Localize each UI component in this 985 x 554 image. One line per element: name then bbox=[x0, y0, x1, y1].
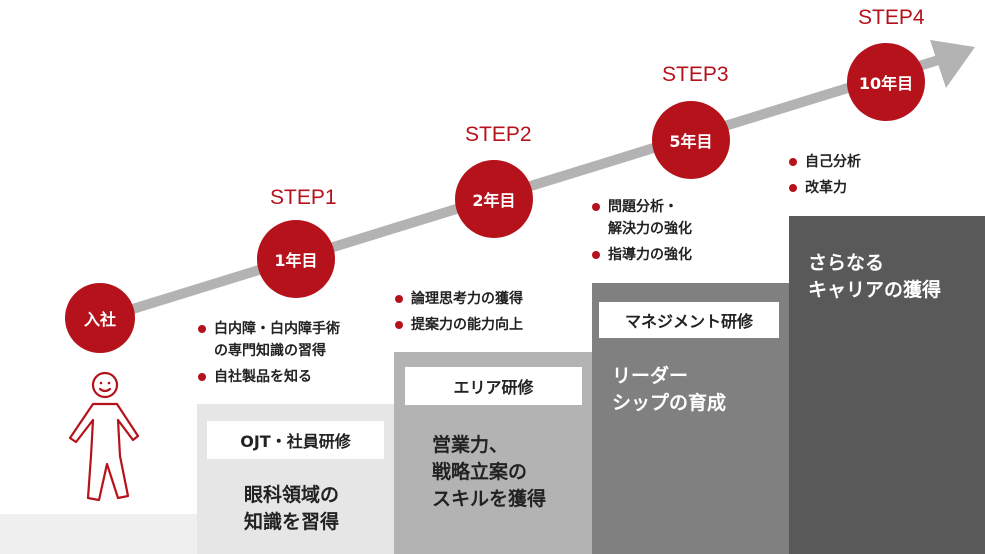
year-label-2: 2年目 bbox=[472, 191, 516, 210]
bullet-dot bbox=[592, 203, 600, 211]
bullet-text: 改革力 bbox=[805, 180, 847, 196]
outcome-step1: 眼科領域の 知識を習得 bbox=[244, 484, 340, 533]
bullet-dot bbox=[789, 184, 797, 192]
bullet-item: 指導力の強化 bbox=[590, 244, 692, 266]
bullet-dot bbox=[198, 373, 206, 381]
block-step4 bbox=[789, 216, 985, 554]
bullet-text: 問題分析・ 解決力の強化 bbox=[608, 199, 692, 237]
bullet-item: 論理思考力の獲得 bbox=[393, 288, 523, 310]
bullet-item: 白内障・白内障手術 の専門知識の習得 bbox=[196, 318, 340, 362]
step-label-4: STEP4 bbox=[858, 6, 925, 29]
bullet-text: 白内障・白内障手術 の専門知識の習得 bbox=[214, 321, 340, 359]
year-circle-1: 1年目 bbox=[257, 220, 335, 298]
bullet-dot bbox=[395, 321, 403, 329]
bullets-step3: 問題分析・ 解決力の強化 指導力の強化 bbox=[590, 196, 692, 270]
step-label-2: STEP2 bbox=[465, 123, 532, 146]
bullets-step4: 自己分析 改革力 bbox=[787, 151, 861, 203]
training-step1: OJT・社員研修 bbox=[207, 421, 384, 459]
start-circle: 入社 bbox=[65, 283, 135, 353]
bullet-text: 自己分析 bbox=[805, 154, 861, 170]
bullet-dot bbox=[592, 251, 600, 259]
bullet-dot bbox=[395, 295, 403, 303]
bullet-item: 問題分析・ 解決力の強化 bbox=[590, 196, 692, 240]
bullet-text: 提案力の能力向上 bbox=[411, 317, 523, 333]
year-label-3: 5年目 bbox=[669, 132, 713, 151]
bullet-item: 改革力 bbox=[787, 177, 861, 199]
outcome-step3: リーダー シップの育成 bbox=[612, 365, 727, 414]
bullet-text: 自社製品を知る bbox=[214, 369, 312, 385]
year-label-1: 1年目 bbox=[274, 251, 318, 270]
start-label: 入社 bbox=[83, 310, 116, 329]
bullet-dot bbox=[198, 325, 206, 333]
bullets-step2: 論理思考力の獲得 提案力の能力向上 bbox=[393, 288, 523, 340]
floor-strip bbox=[0, 514, 200, 554]
training-step2: エリア研修 bbox=[405, 367, 582, 405]
year-circle-4: 10年目 bbox=[847, 43, 925, 121]
outcome-step4: さらなる キャリアの獲得 bbox=[808, 252, 942, 301]
step-label-3: STEP3 bbox=[662, 63, 729, 86]
bullet-item: 自社製品を知る bbox=[196, 366, 340, 388]
bullet-text: 指導力の強化 bbox=[608, 247, 692, 263]
bullet-item: 自己分析 bbox=[787, 151, 861, 173]
bullets-step1: 白内障・白内障手術 の専門知識の習得 自社製品を知る bbox=[196, 318, 340, 392]
bullet-item: 提案力の能力向上 bbox=[393, 314, 523, 336]
outcome-step2: 営業力、 戦略立案の スキルを獲得 bbox=[432, 434, 547, 510]
bullet-dot bbox=[789, 158, 797, 166]
person-icon bbox=[68, 371, 140, 502]
year-circle-3: 5年目 bbox=[652, 101, 730, 179]
bullet-text: 論理思考力の獲得 bbox=[411, 291, 523, 307]
arrow-head bbox=[930, 40, 975, 88]
training-step3: マネジメント研修 bbox=[599, 302, 779, 338]
year-label-4: 10年目 bbox=[858, 74, 914, 93]
step-label-1: STEP1 bbox=[270, 186, 337, 209]
year-circle-2: 2年目 bbox=[455, 160, 533, 238]
